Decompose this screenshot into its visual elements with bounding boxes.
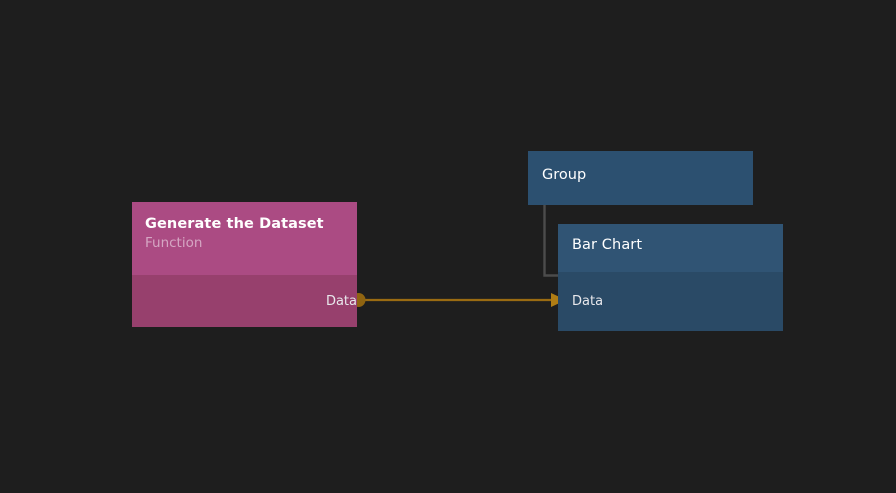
node-title: Generate the Dataset [145,216,324,232]
input-port-label: Data [572,294,604,309]
node-title: Group [542,167,587,183]
node-header[interactable]: Generate the Dataset Function [132,202,357,275]
node-group[interactable]: Group [528,151,753,205]
node-subtitle: Function [145,235,203,251]
node-bar-chart[interactable]: Bar Chart Data [558,224,783,331]
node-title: Bar Chart [572,237,643,253]
output-port-label: Data [325,293,357,309]
node-body: Data [558,272,783,331]
output-port-row[interactable]: Data [132,275,357,327]
node-generate-the-dataset[interactable]: Generate the Dataset Function Data [132,202,357,327]
node-header[interactable]: Bar Chart [558,224,783,272]
edge-data-connection[interactable] [351,293,567,307]
input-port-row[interactable]: Data [558,272,783,331]
node-body: Data [132,275,357,327]
